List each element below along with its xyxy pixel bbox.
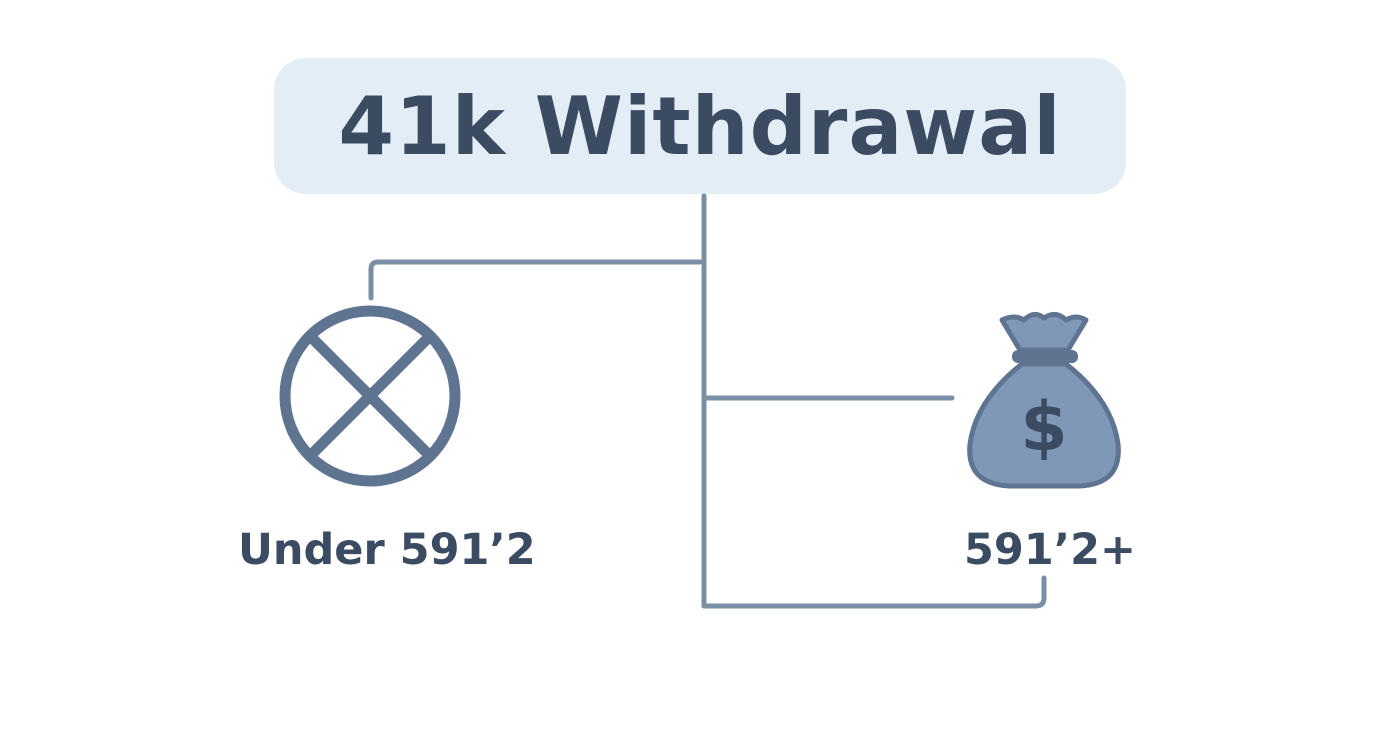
branch-left-line	[368, 259, 703, 301]
dollar-sign: $	[1020, 388, 1067, 467]
branch-label-under: Under 591’2	[238, 525, 536, 575]
title-box: 41k Withdrawal	[274, 58, 1126, 194]
money-bag-body	[967, 361, 1121, 489]
branch-label-over: 591’2+	[964, 525, 1137, 575]
money-bag-tuft	[999, 312, 1089, 353]
branch-bottom-line	[701, 575, 1047, 609]
diagram-title: 41k Withdrawal	[338, 79, 1062, 173]
money-bag-band	[1012, 350, 1078, 363]
money-bag-icon: $	[967, 312, 1121, 489]
x-circle-icon	[279, 305, 461, 487]
